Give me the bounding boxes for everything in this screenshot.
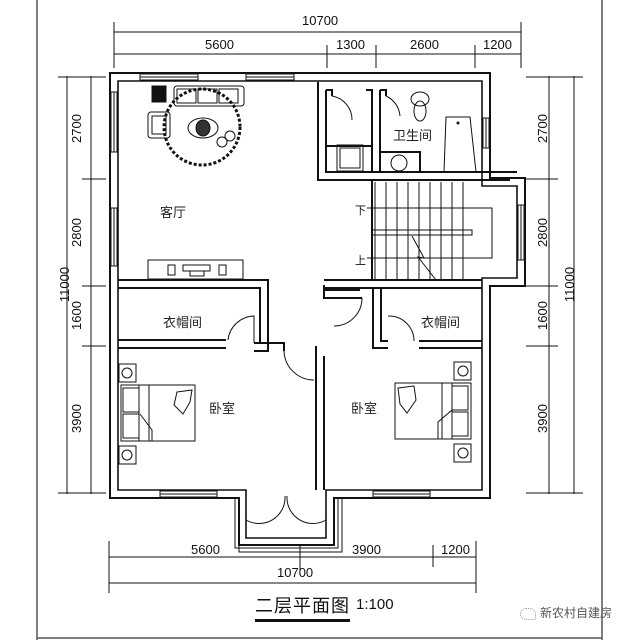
door-swings (227, 95, 415, 524)
stair-up-label: 上 (355, 254, 366, 267)
windows (110, 73, 525, 498)
walls (109, 72, 526, 546)
dim-right-seg-2: 2800 (534, 218, 550, 247)
room-label-bathroom: 卫生间 (393, 129, 433, 144)
dim-right-total: 11000 (562, 266, 578, 303)
staircase (367, 182, 493, 281)
watermark-text: 新农村自建房 (540, 606, 613, 620)
dim-bottom-seg-1: 5600 (191, 542, 220, 557)
dim-top-seg-1: 5600 (205, 37, 234, 52)
wechat-icon (520, 607, 536, 620)
drawing-frame (36, 0, 603, 640)
stair-down-label: 下 (355, 204, 366, 217)
dim-right-seg-4: 3900 (534, 404, 550, 433)
dim-left-seg-4: 3900 (68, 404, 84, 433)
dim-top-seg-2: 1300 (336, 37, 365, 52)
dim-right-seg-1: 2700 (534, 114, 550, 143)
dim-top-seg-3: 2600 (410, 37, 439, 52)
dim-left-total: 11000 (57, 266, 73, 303)
dim-bottom-seg-2: 3900 (352, 542, 381, 557)
room-label-bedroom-left: 卧室 (209, 402, 236, 417)
dim-right-seg-3: 1600 (534, 301, 550, 330)
dim-left-seg-3: 1600 (68, 301, 84, 330)
room-label-closet-left: 衣帽间 (163, 316, 203, 331)
watermark: 新农村自建房 (520, 604, 612, 621)
balcony (234, 498, 343, 553)
room-label-bedroom-right: 卧室 (351, 402, 378, 417)
dimension-lines (58, 22, 583, 593)
dim-top-seg-4: 1200 (483, 37, 512, 52)
dim-bottom-total: 10700 (277, 565, 314, 580)
room-label-living-room: 客厅 (160, 206, 187, 221)
dim-bottom-seg-3: 1200 (441, 542, 470, 557)
dim-left-seg-1: 2700 (68, 114, 84, 143)
dim-top-total: 10700 (302, 13, 339, 28)
furniture (118, 85, 477, 465)
dim-left-seg-2: 2800 (68, 218, 84, 247)
drawing-scale: 1:100 (356, 596, 394, 613)
drawing-title: 二层平面图 (255, 592, 350, 622)
room-label-closet-right: 衣帽间 (421, 316, 461, 331)
